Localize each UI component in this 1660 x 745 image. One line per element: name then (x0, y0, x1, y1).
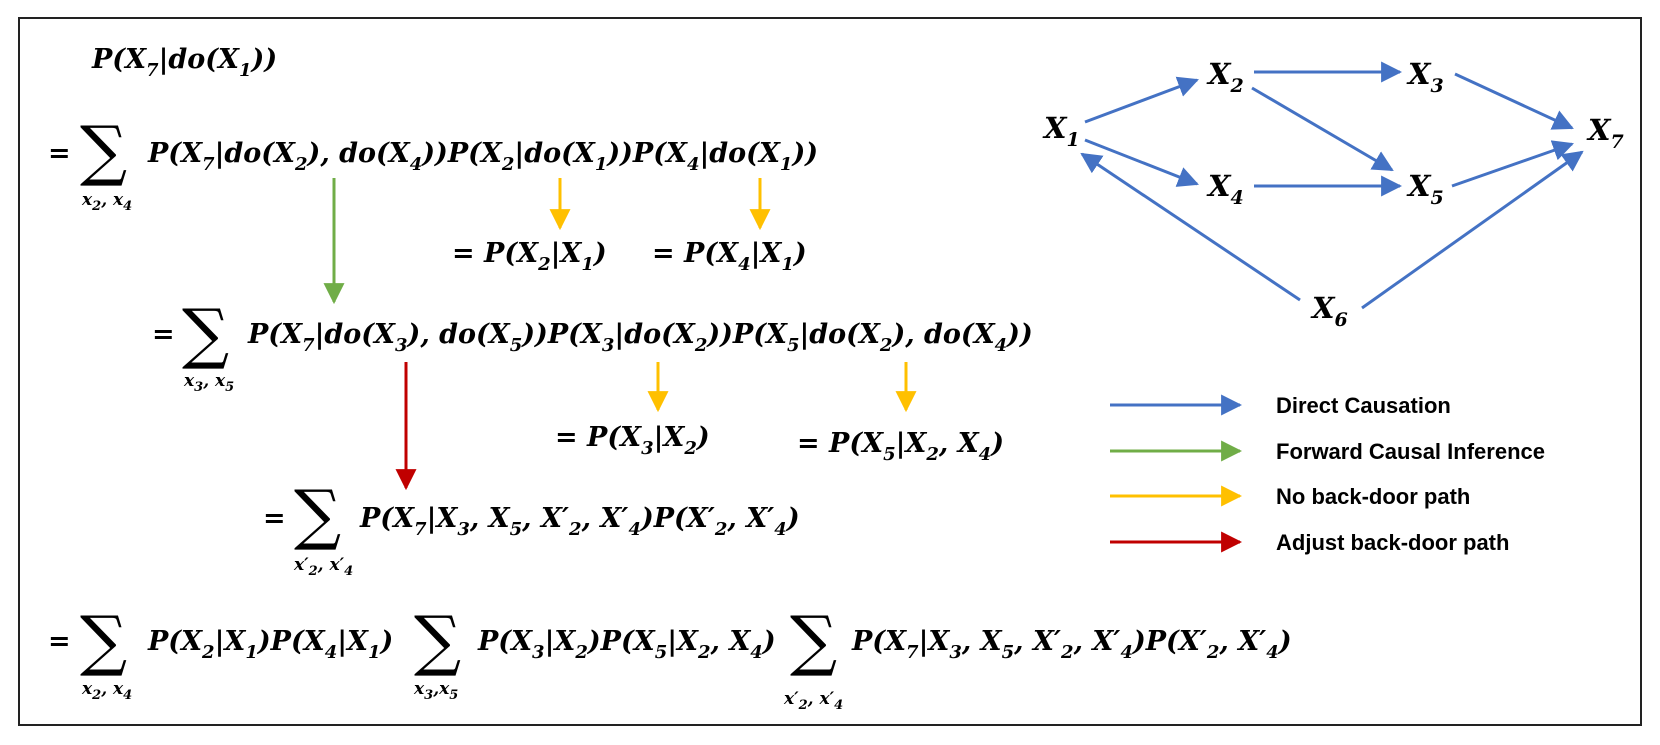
sum-limit-4b: x3,x5 (413, 679, 458, 703)
figure-frame (18, 17, 1642, 726)
legend-label-adjust: Adjust back-door path (1276, 530, 1509, 555)
node-x6: X6 (1310, 291, 1348, 331)
edge-x6-x7 (1361, 150, 1584, 310)
formula-eq-sign-3: = (263, 503, 286, 534)
sum-sign-4c: ∑ (790, 602, 837, 679)
formula-result-x4-x1: = P(X4|X1) (652, 238, 807, 275)
formula-result-x2-x1: = P(X2|X1) (452, 238, 607, 275)
sum-sign-1: ∑ (80, 112, 127, 189)
legend-label-forward: Forward Causal Inference (1276, 439, 1545, 464)
node-x3: X3 (1406, 57, 1444, 97)
legend: Direct Causation Forward Causal Inferenc… (1110, 393, 1545, 555)
node-x5: X5 (1406, 169, 1444, 209)
formula-eq-sign-1: = (48, 138, 71, 169)
formula-result-x3-x2: = P(X3|X2) (555, 422, 710, 459)
edge-x6-x1 (1080, 152, 1301, 302)
formula-top: P(X7|do(X1)) (91, 44, 277, 81)
node-x7: X7 (1586, 113, 1624, 153)
formula-line-4c: P(X7|X3, X5, X′2, X′4)P(X′2, X′4) (851, 626, 1292, 663)
causal-graph: X1 X2 X3 X4 X5 X6 X7 (1042, 57, 1624, 331)
sum-limit-1: x2, x4 (81, 190, 132, 214)
formula-line-4b: P(X3|X2)P(X5|X2, X4) (477, 626, 776, 663)
node-x2: X2 (1206, 57, 1244, 97)
edge-x3-x7 (1454, 72, 1574, 130)
sum-limit-4c: x′2, x′4 (783, 689, 843, 713)
formula-result-x5-x2-x4: = P(X5|X2, X4) (797, 428, 1004, 465)
node-x4: X4 (1206, 169, 1244, 209)
edge-x2-x5 (1251, 86, 1394, 172)
edge-x1-x4 (1084, 138, 1199, 187)
formula-line-1: P(X7|do(X2), do(X4))P(X2|do(X1))P(X4|do(… (147, 138, 818, 175)
formula-eq-sign-4: = (48, 626, 71, 657)
sum-sign-3: ∑ (294, 476, 341, 553)
node-x1: X1 (1042, 111, 1080, 151)
sum-limit-3: x′2, x′4 (293, 555, 353, 579)
sum-sign-4a: ∑ (80, 602, 127, 679)
formula-eq-sign-2: = (152, 319, 175, 350)
edge-x5-x7 (1451, 140, 1574, 188)
formula-line-2: P(X7|do(X3), do(X5))P(X3|do(X2))P(X5|do(… (247, 319, 1033, 356)
formula-line-4a: P(X2|X1)P(X4|X1) (147, 626, 393, 663)
formula-line-3: P(X7|X3, X5, X′2, X′4)P(X′2, X′4) (359, 503, 800, 540)
sum-limit-2: x3, x5 (183, 371, 234, 395)
sum-sign-2: ∑ (182, 295, 229, 372)
edge-x1-x2 (1084, 76, 1199, 124)
sum-limit-4a: x2, x4 (81, 679, 132, 703)
legend-label-noback: No back-door path (1276, 484, 1470, 509)
legend-label-direct: Direct Causation (1276, 393, 1451, 418)
sum-sign-4b: ∑ (414, 602, 461, 679)
